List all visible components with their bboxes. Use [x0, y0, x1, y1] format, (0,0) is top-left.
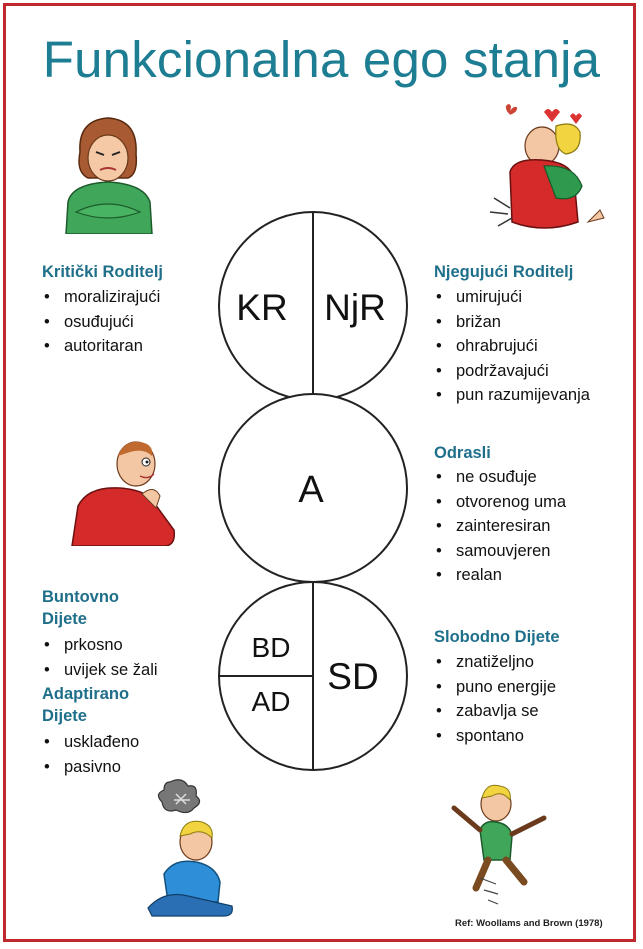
list-item: puno energije — [434, 675, 556, 700]
list-buntovno-dijete: prkosno uvijek se žali — [42, 633, 158, 682]
list-item: autoritaran — [42, 334, 160, 359]
heading-line: Adaptirano — [42, 685, 130, 703]
list-item: podržavajući — [434, 359, 590, 384]
list-njegujuci-roditelj: umirujući brižan ohrabrujući podržavajuć… — [434, 285, 590, 408]
list-item: umirujući — [434, 285, 590, 310]
heading-line: Buntovno — [42, 588, 119, 606]
heading-njegujuci-roditelj: Njegujući Roditelj — [434, 263, 574, 281]
heading-line: Dijete — [42, 610, 87, 628]
heading-buntovno-dijete: Buntovno Dijete — [42, 586, 119, 630]
heading-odrasli: Odrasli — [434, 444, 491, 462]
list-item: moralizirajući — [42, 285, 160, 310]
heading-line: Dijete — [42, 707, 87, 725]
list-item: brižan — [434, 310, 590, 335]
list-item: samouvjeren — [434, 539, 566, 564]
nurturing-parent-illustration — [489, 104, 605, 229]
list-odrasli: ne osuđuje otvorenog uma zainteresiran s… — [434, 465, 566, 588]
list-item: uvijek se žali — [42, 658, 158, 683]
heading-kriticki-roditelj: Kritički Roditelj — [42, 263, 164, 281]
page-title: Funkcionalna ego stanja — [42, 31, 601, 88]
list-slobodno-dijete: znatiželjno puno energije zabavlja se sp… — [434, 650, 556, 748]
free-child-illustration — [451, 784, 547, 905]
list-item: osuđujući — [42, 310, 160, 335]
list-item: zabavlja se — [434, 699, 556, 724]
list-item: usklađeno — [42, 730, 139, 755]
adult-illustration — [71, 441, 176, 546]
critical-parent-illustration — [65, 117, 153, 234]
list-item: spontano — [434, 724, 556, 749]
heading-slobodno-dijete: Slobodno Dijete — [434, 628, 560, 646]
list-item: zainteresiran — [434, 514, 566, 539]
list-item: ne osuđuje — [434, 465, 566, 490]
list-item: realan — [434, 563, 566, 588]
list-item: pasivno — [42, 755, 139, 780]
list-adaptirano-dijete: usklađeno pasivno — [42, 730, 139, 779]
list-item: otvorenog uma — [434, 490, 566, 515]
adapted-child-illustration — [147, 779, 233, 917]
list-item: pun razumijevanja — [434, 383, 590, 408]
page-border — [3, 3, 636, 942]
heading-adaptirano-dijete: Adaptirano Dijete — [42, 683, 129, 727]
list-item: prkosno — [42, 633, 158, 658]
reference-note: Ref: Woollams and Brown (1978) — [455, 918, 603, 929]
list-item: znatiželjno — [434, 650, 556, 675]
list-item: ohrabrujući — [434, 334, 590, 359]
list-kriticki-roditelj: moralizirajući osuđujući autoritaran — [42, 285, 160, 359]
